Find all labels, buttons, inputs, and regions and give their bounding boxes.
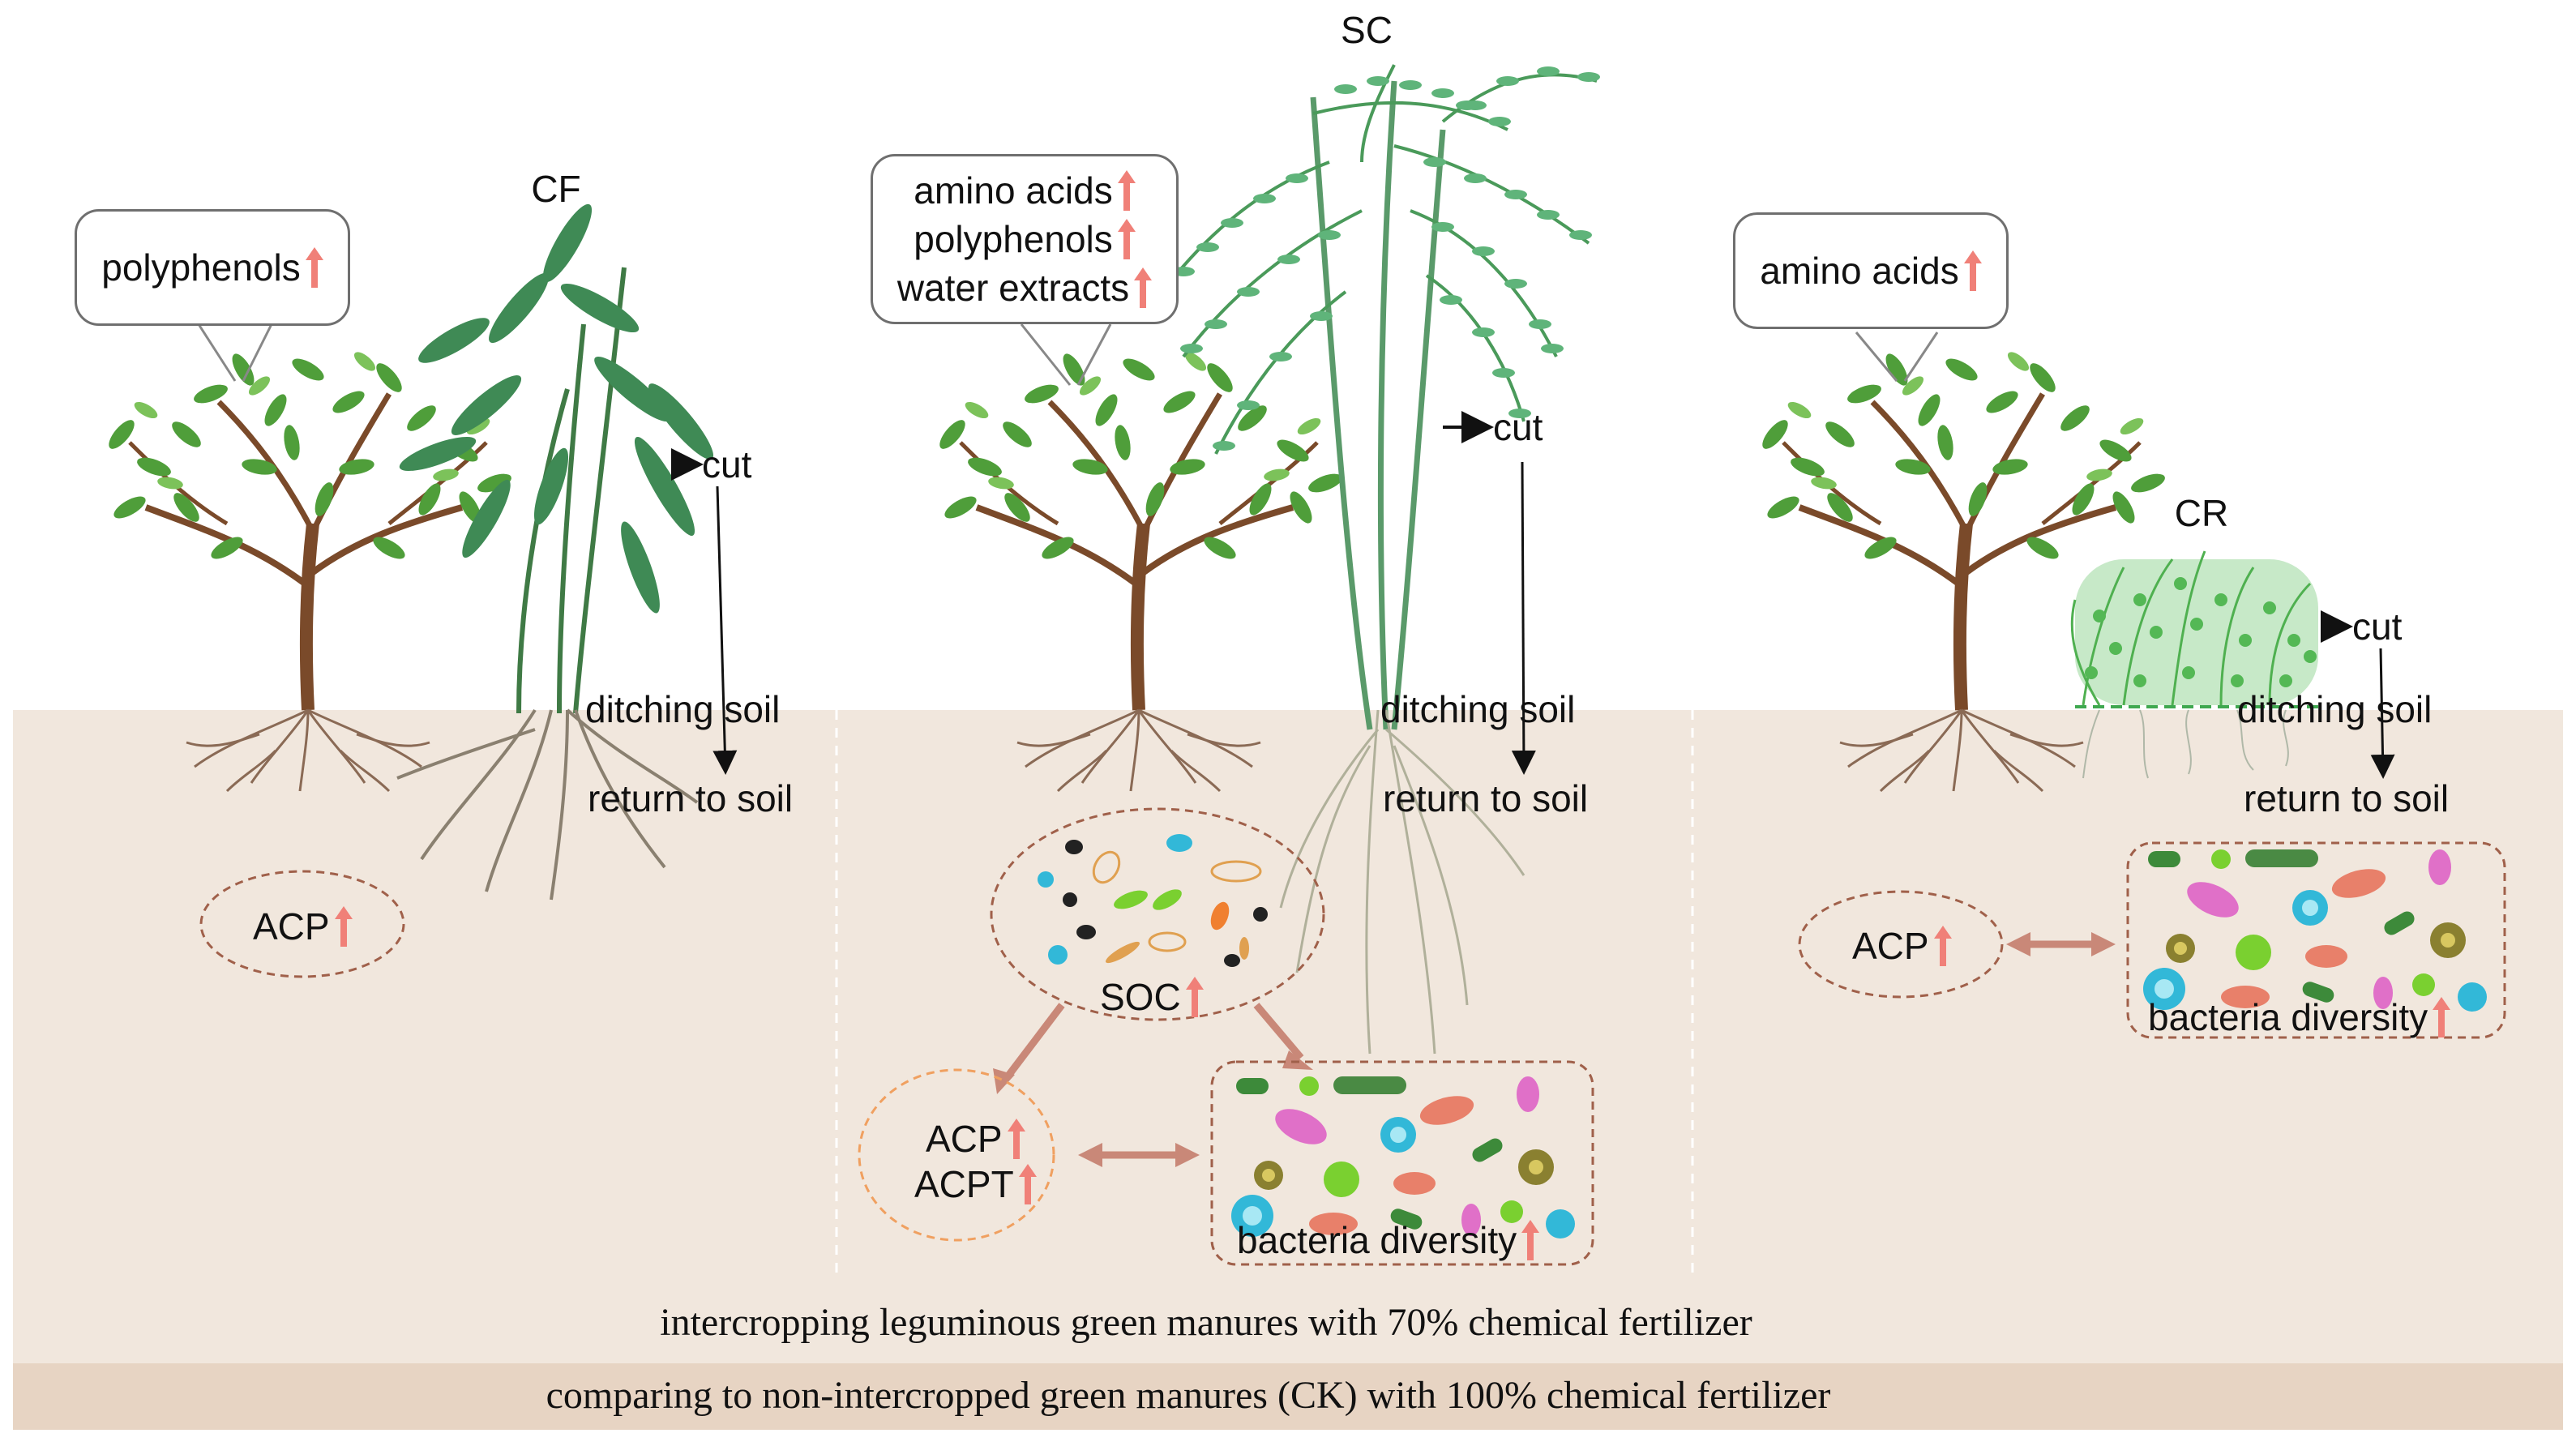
return-arrow-left: [712, 486, 738, 775]
footer-band: [13, 1363, 2563, 1430]
bacteria-box-middle: [1210, 1060, 1594, 1266]
callout-pointer-left: [197, 323, 237, 382]
increase-arrow-icon: [305, 247, 323, 288]
callout-item: amino acids: [914, 169, 1113, 212]
acp-oval-left: [199, 870, 405, 978]
increase-arrow-icon: [1963, 250, 1982, 291]
cf-leaves: [399, 203, 714, 614]
callout-item: amino acids: [1760, 250, 1959, 292]
acpt-label-middle: ACPT: [914, 1164, 1037, 1204]
soc-particles: [1038, 834, 1268, 967]
sc-stems: [1310, 80, 1446, 730]
acp-oval-right: [1798, 890, 2004, 999]
cr-roots: [2082, 709, 2289, 779]
callout-box-left: polyphenols: [75, 209, 350, 326]
callout-item: polyphenols: [914, 218, 1113, 260]
acp-text: ACP: [1852, 925, 1929, 967]
increase-arrow-icon: [1018, 1164, 1037, 1204]
sc-fronds: [1174, 64, 1598, 455]
increase-arrow-icon: [1117, 219, 1136, 259]
increase-arrow-icon: [1117, 170, 1136, 211]
ditching-soil-label-right: ditching soil: [2237, 688, 2433, 730]
footer-line-2: comparing to non-intercropped green manu…: [546, 1374, 1831, 1417]
acp-text: ACP: [926, 1118, 1003, 1160]
acpt-text: ACPT: [914, 1163, 1014, 1205]
ditching-soil-label-middle: ditching soil: [1380, 688, 1576, 730]
acp-label-middle: ACP: [926, 1119, 1025, 1159]
soc-text: SOC: [1100, 976, 1181, 1018]
return-to-soil-label-right: return to soil: [2244, 777, 2450, 819]
soc-label: SOC: [1100, 977, 1204, 1017]
increase-arrow-icon: [1521, 1220, 1540, 1260]
increase-arrow-icon: [2433, 997, 2451, 1037]
increase-arrow-icon: [1007, 1119, 1025, 1159]
sc-leaflets: [1172, 66, 1600, 451]
callout-box-right: amino acids: [1733, 212, 2009, 329]
callout-item: water extracts: [896, 267, 1130, 309]
callout-pointer-middle: [1020, 323, 1072, 386]
bacteria-diversity-text: bacteria diversity: [1237, 1219, 1517, 1261]
return-to-soil-label-left: return to soil: [588, 777, 794, 819]
return-to-soil-label-middle: return to soil: [1383, 777, 1589, 819]
cut-label-middle: cut: [1493, 406, 1543, 448]
cf-roots: [396, 708, 699, 901]
increase-arrow-icon: [334, 906, 353, 947]
cr-plant: [2070, 550, 2318, 708]
sc-roots: [1279, 709, 1525, 1055]
enzyme-oval: [858, 1068, 1055, 1242]
cf-plant: [516, 267, 627, 714]
acp-label-left: ACP: [253, 906, 353, 947]
callout-box-middle: amino acids polyphenols water extracts: [871, 154, 1179, 324]
ditching-soil-label-left: ditching soil: [585, 688, 781, 730]
return-arrow-middle: [1511, 461, 1536, 775]
bacteria-diversity-label-middle: bacteria diversity: [1237, 1219, 1540, 1261]
bacteria-diversity-label-right: bacteria diversity: [2148, 996, 2451, 1038]
return-arrow-right: [2370, 648, 2395, 779]
soc-oval: [990, 807, 1325, 1021]
soil-background: [13, 710, 2563, 1363]
acp-text: ACP: [253, 905, 330, 948]
callout-pointer-right: [1855, 332, 1898, 382]
cut-label-right: cut: [2352, 605, 2403, 648]
increase-arrow-icon: [1134, 267, 1153, 308]
acp-label-right: ACP: [1852, 926, 1952, 966]
soc-to-enzyme-arrow: [1000, 1003, 1065, 1084]
increase-arrow-icon: [1185, 977, 1204, 1017]
sc-label: SC: [1341, 9, 1393, 51]
cr-label: CR: [2174, 492, 2229, 534]
callout-item: polyphenols: [101, 246, 301, 289]
bacteria-diversity-text: bacteria diversity: [2148, 996, 2428, 1038]
increase-arrow-icon: [1933, 926, 1952, 966]
soc-to-bacteria-arrow: [1253, 1003, 1304, 1060]
cf-label: CF: [531, 168, 581, 210]
cut-label-left: cut: [702, 443, 752, 486]
footer-line-1: intercropping leguminous green manures w…: [660, 1301, 1752, 1344]
